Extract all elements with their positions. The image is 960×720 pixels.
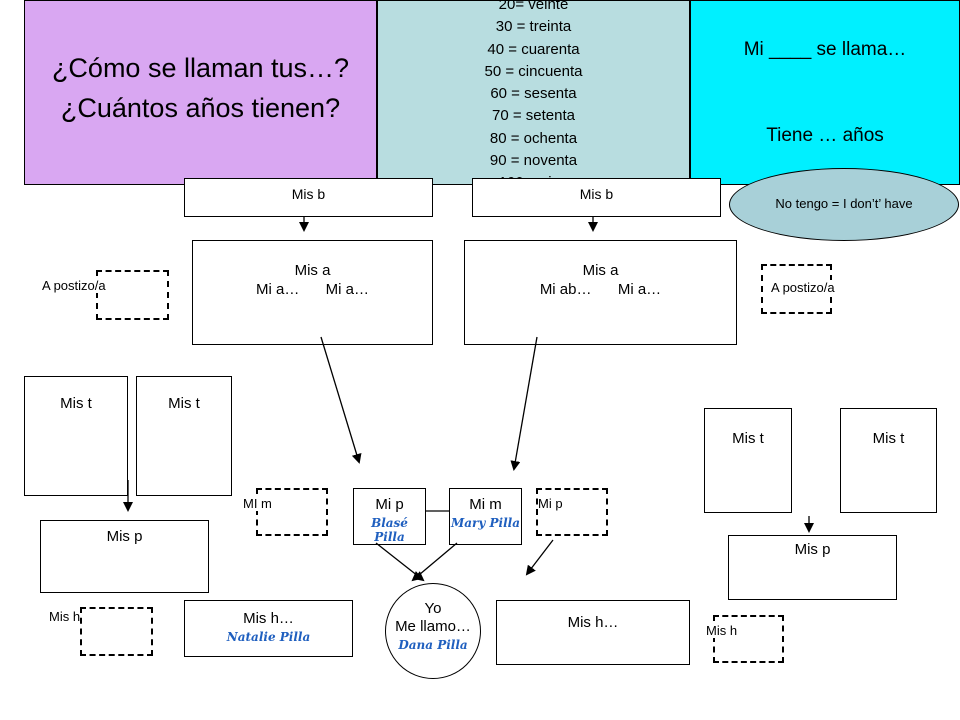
primos-right-box: Mis p	[728, 535, 897, 600]
abuelo-right-1: Mi ab…	[539, 281, 592, 298]
abuelo-left-1: Mi a…	[255, 281, 300, 298]
postizo-left-label: A postizo/a	[42, 278, 106, 293]
madre-label: Mi m	[469, 496, 502, 513]
sentence-line-1: Mi ____ se llama…	[743, 39, 907, 60]
question-panel: ¿Cómo se llaman tus…? ¿Cuántos años tien…	[24, 0, 377, 185]
number-line: 90 = noventa	[489, 152, 578, 170]
tios-right-1-label: Mis t	[732, 430, 764, 447]
yo-me-llamo: Me llamo…	[395, 618, 471, 635]
tios-right-1-box: Mis t	[704, 408, 792, 513]
abuelo-right-2: Mi a…	[617, 281, 662, 298]
number-line: 60 = sesenta	[490, 85, 577, 103]
postizo-right-label: A postizo/a	[771, 280, 835, 295]
abuelos-right-title: Mis a	[582, 262, 619, 279]
padre-name: Blasé Pilla	[371, 516, 408, 544]
abuelos-left-title: Mis a	[294, 262, 331, 279]
note-text: No tengo = I don’t’ have	[775, 196, 913, 211]
primos-right-label: Mis p	[794, 541, 831, 558]
padrastro-label: Mi p	[538, 496, 563, 511]
padre-to-yo-arrow	[375, 542, 425, 582]
madre-name: Mary Pilla	[450, 516, 520, 530]
numbers-panel: 20= veinte 30 = treinta 40 = cuarenta 50 = …	[377, 0, 690, 191]
tios-left-2-label: Mis t	[168, 395, 200, 412]
abuelo-left-2: Mi a…	[325, 281, 370, 298]
abuelos-right-arrow	[510, 336, 538, 471]
hijos-left-label: Mis h	[49, 609, 81, 624]
numbers-list: 20= veinte 30 = treinta 40 = cuarenta 50 = …	[378, 0, 689, 195]
primos-left-label: Mis p	[106, 528, 143, 545]
madre-to-yo-arrow	[411, 542, 458, 582]
hermanos-left-name: Natalie Pilla	[226, 630, 311, 644]
hermanos-right-label: Mis h…	[567, 614, 619, 631]
madre-box: Mi m Mary Pilla	[449, 488, 522, 545]
tios-right-2-box: Mis t	[840, 408, 937, 513]
number-line: 80 = ochenta	[489, 129, 578, 147]
question-line-1: ¿Cómo se llaman tus…?	[51, 53, 350, 83]
padre-box: Mi p Blasé Pilla	[353, 488, 426, 545]
sentence-panel: Mi ____ se llama… Tiene … años	[690, 0, 960, 185]
hijos-left-box	[80, 607, 153, 656]
number-line: 50 = cincuenta	[484, 62, 583, 80]
number-line: 40 = cuarenta	[487, 40, 580, 58]
tios-left-1-label: Mis t	[60, 395, 92, 412]
number-line: 70 = setenta	[492, 107, 575, 125]
number-line: 20= veinte	[498, 0, 569, 13]
tios-right-2-label: Mis t	[872, 430, 905, 447]
tios-left-2-box: Mis t	[136, 376, 232, 496]
number-line: 30 = treinta	[495, 18, 572, 36]
tios-left-1-box: Mis t	[24, 376, 128, 496]
padrastro-box	[536, 488, 608, 536]
padre-label: Mi p	[375, 496, 404, 513]
abuelos-right-box: Mis a Mi ab… Mi a…	[464, 240, 737, 345]
abuelos-left-box: Mis a Mi a… Mi a…	[192, 240, 433, 345]
bisabuelos-right-label: Mis b	[579, 186, 614, 202]
hermanos-left-box: Mis h… Natalie Pilla	[184, 600, 353, 657]
question-line-2: ¿Cuántos años tienen?	[60, 93, 341, 123]
madrastra-label: MI m	[243, 496, 272, 511]
note-ellipse: No tengo = I don’t’ have	[729, 168, 959, 241]
yo-name: Dana Pilla	[398, 638, 468, 652]
bisabuelos-left-box: Mis b	[184, 178, 433, 217]
sentence-line-2: Tiene … años	[766, 125, 884, 146]
hermanos-left-label: Mis h…	[243, 610, 294, 627]
bisabuelos-left-label: Mis b	[291, 186, 326, 202]
primos-left-box: Mis p	[40, 520, 209, 593]
padrastro-arrow	[525, 539, 554, 576]
hermanos-right-box: Mis h…	[496, 600, 690, 665]
postizo-left-box	[96, 270, 169, 320]
hijos-right-label: Mis h	[706, 623, 738, 638]
abuelos-left-arrow	[320, 336, 362, 464]
yo-label: Yo	[424, 600, 442, 617]
bisabuelos-right-box: Mis b	[472, 178, 721, 217]
yo-circle: Yo Me llamo… Dana Pilla	[385, 583, 481, 679]
